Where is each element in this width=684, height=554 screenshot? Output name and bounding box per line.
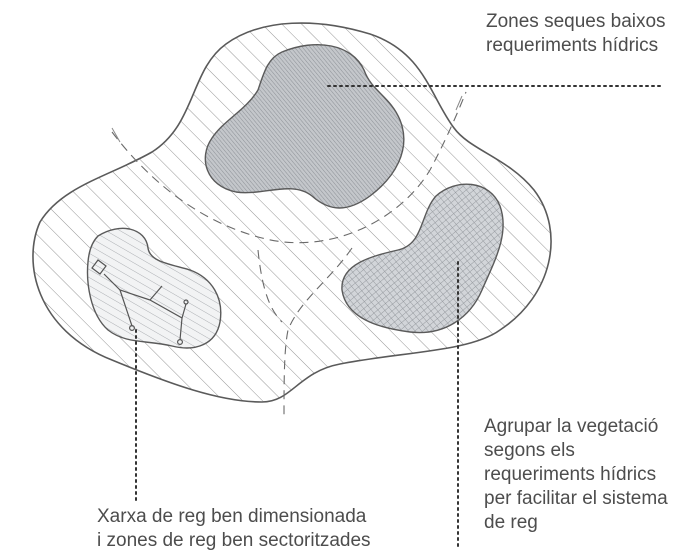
label-irrigation-network-line-2: i zones de reg ben sectoritzades — [97, 529, 371, 553]
label-irrigation-network-line-1: Xarxa de reg ben dimensionada — [97, 505, 371, 529]
label-dry-zones-line-1: Zones seques baixos — [486, 10, 666, 34]
label-group-vegetation-line-3: requeriments hídrics — [484, 463, 668, 487]
sketch-mark — [112, 128, 120, 142]
label-group-vegetation-line-5: de reg — [484, 511, 668, 535]
label-group-vegetation-line-2: segons els — [484, 439, 668, 463]
label-group-vegetation-line-4: per facilitar el sistema — [484, 487, 668, 511]
label-group-vegetation-line-1: Agrupar la vegetació — [484, 415, 668, 439]
label-dry-zones-line-2: requeriments hídrics — [486, 34, 666, 58]
label-irrigation-network: Xarxa de reg ben dimensionada i zones de… — [97, 505, 371, 553]
label-dry-zones: Zones seques baixos requeriments hídrics — [486, 10, 666, 58]
label-group-vegetation: Agrupar la vegetació segons els requerim… — [484, 415, 668, 535]
